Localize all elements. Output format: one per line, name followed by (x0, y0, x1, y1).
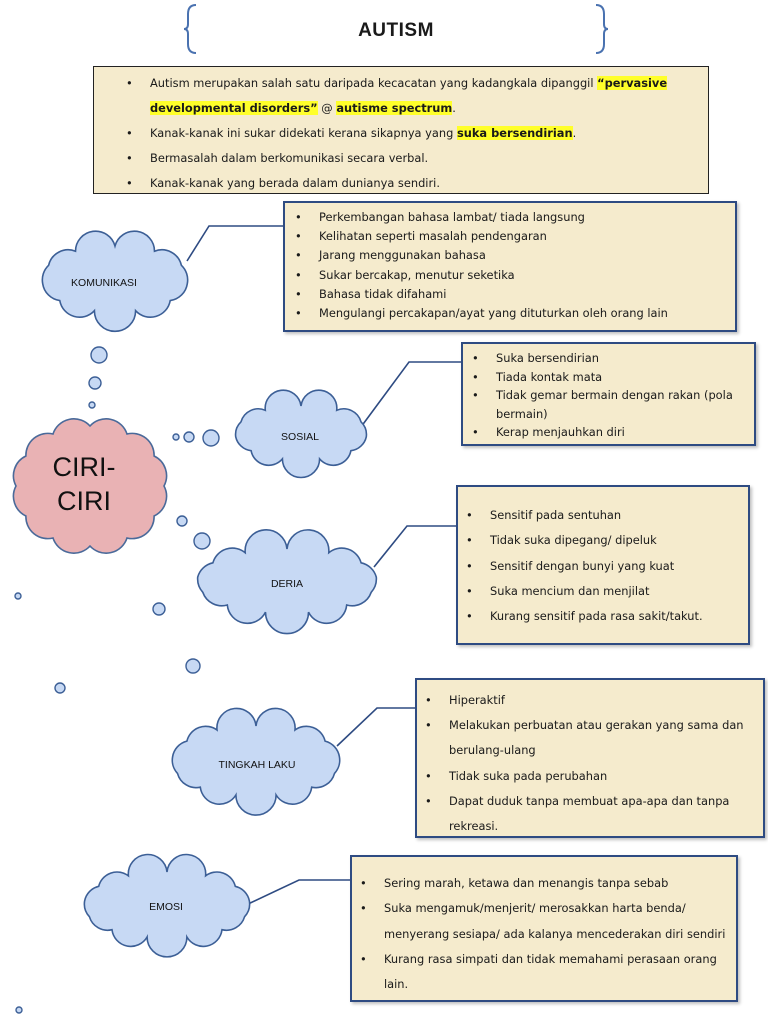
thought-bubble (14, 592, 22, 600)
list-item: Tiada kontak mata (472, 368, 746, 387)
cloud-label-sosial: SOSIAL (281, 431, 319, 443)
list-item: Kelihatan seperti masalah pendengaran (295, 227, 727, 246)
sosial-cloud (234, 389, 368, 479)
list-item: Jarang menggunakan bahasa (295, 246, 727, 265)
intro-list: Autism merupakan salah satu daripada kec… (94, 67, 708, 196)
thought-bubble (15, 1006, 23, 1014)
emosi-cloud (83, 853, 251, 958)
thought-bubble (202, 429, 220, 447)
list-item: Hiperaktif (425, 688, 755, 713)
sosial-box: Suka bersendirian Tiada kontak mata Tida… (461, 342, 756, 446)
intro-text: . (572, 126, 577, 140)
center-label-line1: CIRI- (53, 452, 116, 482)
ciri-ciri-cloud (12, 418, 168, 554)
list-item: Suka mengamuk/menjerit/ merosakkan harta… (360, 896, 728, 947)
thought-bubble (152, 602, 166, 616)
thought-bubble (54, 682, 66, 694)
cloud-label-tingkah-laku: TINGKAH LAKU (218, 759, 295, 771)
list-item: Kurang sensitif pada rasa sakit/takut. (466, 604, 740, 630)
intro-text: Autism merupakan salah satu daripada kec… (150, 76, 598, 90)
intro-item: Kanak-kanak ini sukar didekati kerana si… (126, 121, 700, 146)
list-item: Mengulangi percakapan/ayat yang dituturk… (295, 304, 727, 323)
title-braces (184, 4, 608, 54)
tingkah-laku-cloud (171, 707, 341, 816)
tingkah-laku-list: Hiperaktif Melakukan perbuatan atau gera… (417, 680, 763, 839)
cloud-label-emosi: EMOSI (149, 901, 183, 913)
list-item: Tidak suka pada perubahan (425, 764, 755, 789)
thought-bubble (172, 433, 180, 441)
list-item: Perkembangan bahasa lambat/ tiada langsu… (295, 208, 727, 227)
list-item: Bahasa tidak difahami (295, 285, 727, 304)
list-item: Kerap menjauhkan diri (472, 423, 746, 442)
list-item: Sensitif pada sentuhan (466, 503, 740, 529)
intro-item: Kanak-kanak yang berada dalam dunianya s… (126, 171, 700, 196)
callout-line (336, 707, 415, 747)
emosi-list: Sering marah, ketawa dan menangis tanpa … (352, 857, 736, 997)
list-item: Kurang rasa simpati dan tidak memahami p… (360, 947, 728, 998)
thought-bubble (193, 532, 211, 550)
cloud-label-komunikasi: KOMUNIKASI (71, 277, 137, 289)
thought-bubble (90, 346, 108, 364)
thought-bubble (176, 515, 188, 527)
thought-bubble (88, 401, 96, 409)
thought-bubble (88, 376, 102, 390)
list-item: Suka mencium dan menjilat (466, 579, 740, 605)
thought-bubbles (14, 346, 220, 1014)
list-item: Melakukan perbuatan atau gerakan yang sa… (425, 713, 755, 763)
list-item: Sering marah, ketawa dan menangis tanpa … (360, 871, 728, 897)
deria-cloud (196, 529, 378, 635)
thought-bubble (185, 658, 201, 674)
highlight-term: autisme spectrum (336, 101, 453, 115)
clouds (12, 230, 378, 958)
thought-bubble (183, 431, 195, 443)
callout-line (245, 879, 350, 906)
callout-line (186, 225, 283, 262)
page-title: AUTISM (358, 20, 434, 41)
komunikasi-box: Perkembangan bahasa lambat/ tiada langsu… (283, 201, 737, 332)
highlight-term: suka bersendirian (456, 126, 573, 140)
emosi-box: Sering marah, ketawa dan menangis tanpa … (350, 855, 738, 1002)
cloud-labels: CIRI- CIRI KOMUNIKASI SOSIAL DERIA TINGK… (53, 277, 320, 913)
list-item: Tidak gemar bermain dengan rakan (pola b… (472, 386, 746, 423)
list-item: Dapat duduk tanpa membuat apa-apa dan ta… (425, 789, 755, 839)
intro-panel: Autism merupakan salah satu daripada kec… (93, 66, 709, 196)
deria-box: Sensitif pada sentuhan Tidak suka dipega… (456, 485, 750, 645)
list-item: Sensitif dengan bunyi yang kuat (466, 554, 740, 580)
callout-connectors (186, 225, 461, 906)
deria-list: Sensitif pada sentuhan Tidak suka dipega… (458, 487, 748, 630)
list-item: Sukar bercakap, menutur seketika (295, 266, 727, 285)
intro-item: Bermasalah dalam berkomunikasi secara ve… (126, 146, 700, 171)
intro-text: . (452, 101, 456, 115)
center-label-line2: CIRI (57, 486, 111, 516)
intro-text: Kanak-kanak ini sukar didekati kerana si… (150, 126, 457, 140)
list-item: Suka bersendirian (472, 349, 746, 368)
list-item: Tidak suka dipegang/ dipeluk (466, 528, 740, 554)
intro-item: Autism merupakan salah satu daripada kec… (126, 71, 700, 121)
sosial-list: Suka bersendirian Tiada kontak mata Tida… (463, 344, 754, 442)
tingkah-laku-box: Hiperaktif Melakukan perbuatan atau gera… (415, 678, 765, 838)
callout-line (373, 525, 456, 568)
callout-line (357, 361, 461, 432)
komunikasi-list: Perkembangan bahasa lambat/ tiada langsu… (285, 203, 735, 323)
komunikasi-cloud (41, 230, 189, 333)
intro-text: @ (317, 101, 337, 115)
cloud-label-deria: DERIA (271, 578, 303, 590)
title-bar: AUTISM (184, 2, 608, 56)
